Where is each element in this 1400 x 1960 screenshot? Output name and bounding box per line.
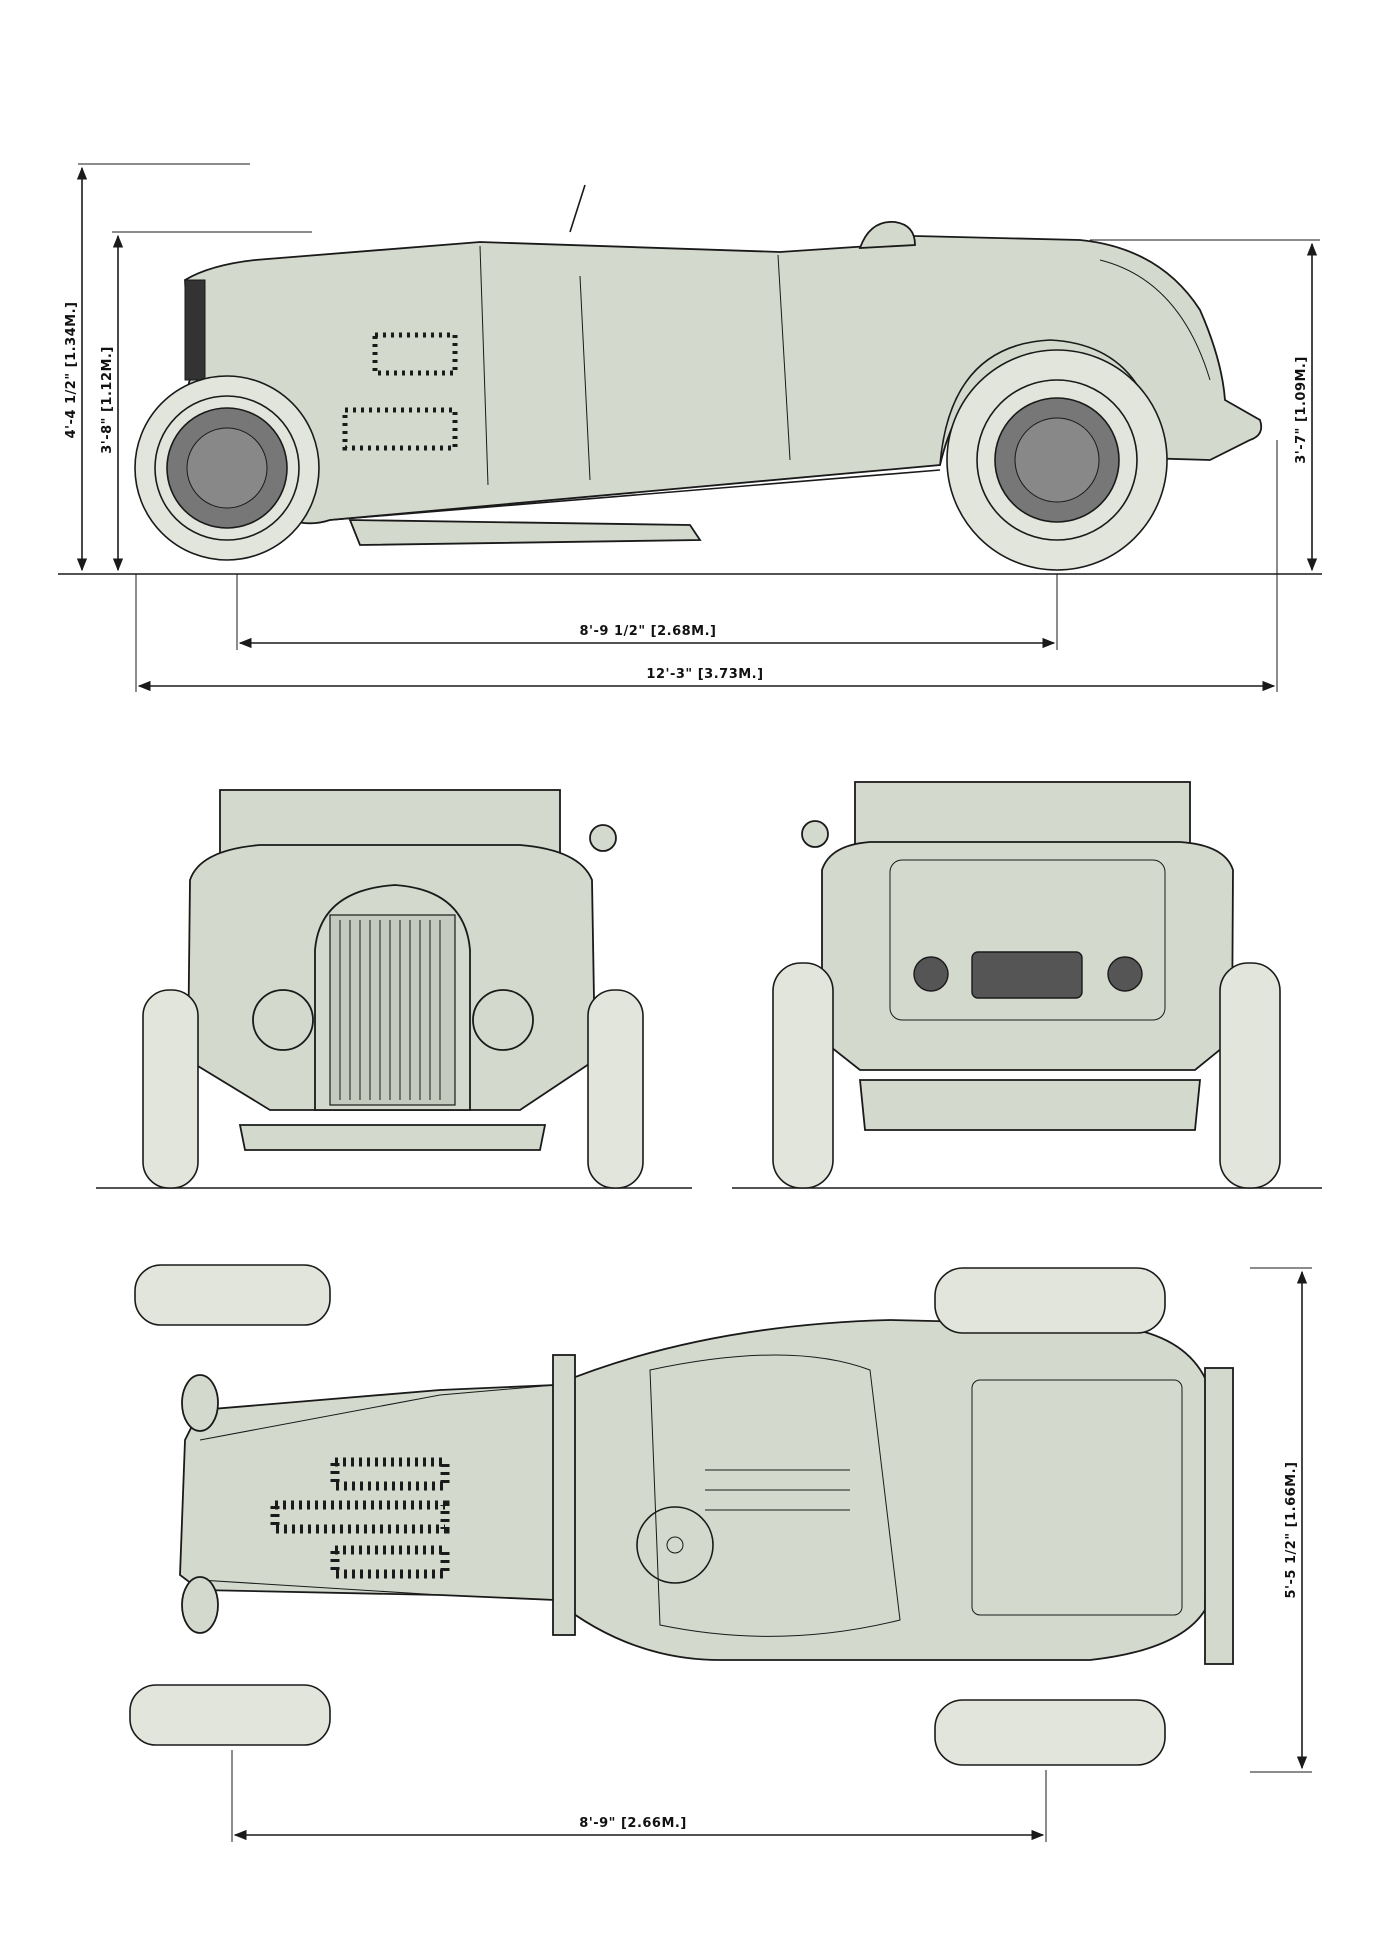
- front-tire-left: [142, 989, 199, 1189]
- front-grille-bars: [329, 914, 456, 1106]
- rear-view: [732, 781, 1322, 1189]
- side-body-panel: [479, 245, 489, 486]
- side-exhaust: [348, 519, 702, 546]
- top-cockpit: [649, 1354, 901, 1637]
- top-bumper: [1204, 1367, 1234, 1665]
- top-front-tire-left: [134, 1264, 331, 1326]
- top-steering-wheel: [636, 1506, 714, 1584]
- side-front-wheel: [134, 375, 320, 561]
- rear-license-plate: [971, 951, 1083, 999]
- top-seat: [705, 1469, 850, 1511]
- rear-taillight-left: [913, 956, 949, 992]
- rear-tire-left: [772, 962, 834, 1189]
- dim-overall-length: 12'-3" [3.73M.]: [646, 667, 763, 682]
- rear-deck-lid: [889, 859, 1166, 1021]
- front-headlight-right: [472, 989, 534, 1051]
- top-view: 5'-5 1/2" [1.66M.] 8'-9" [2.66M.]: [129, 1264, 1312, 1842]
- front-axle: [238, 1124, 547, 1151]
- top-rear-tire-right: [934, 1699, 1166, 1766]
- side-door-line: [579, 275, 591, 481]
- top-body: [179, 1319, 1211, 1661]
- front-tire-right: [587, 989, 644, 1189]
- side-windshield: [569, 184, 586, 233]
- rear-mirror: [801, 820, 829, 848]
- dim-side-body-height: 3'-8" [1.12M.]: [100, 346, 115, 454]
- top-hood-louvers: [270, 1457, 450, 1579]
- top-headlight-right: [181, 1576, 219, 1634]
- dim-side-rear-height: 3'-7" [1.09M.]: [1294, 356, 1309, 464]
- rear-tire-right: [1219, 962, 1281, 1189]
- side-running-board: [329, 469, 941, 521]
- front-view: [96, 789, 692, 1189]
- dim-top-width: 5'-5 1/2" [1.66M.]: [1284, 1462, 1299, 1599]
- side-grille: [184, 279, 206, 381]
- side-fuel-cap: [858, 221, 916, 249]
- top-rear-tire-left: [934, 1267, 1166, 1334]
- top-front-tire-right: [129, 1684, 331, 1746]
- top-headlight-left: [181, 1374, 219, 1432]
- rear-axle: [859, 1079, 1201, 1131]
- front-headlight-left: [252, 989, 314, 1051]
- front-mirror: [589, 824, 617, 852]
- side-rear-wheel: [946, 349, 1168, 571]
- side-door-rear: [777, 254, 791, 461]
- side-view: 4'-4 1/2" [1.34M.] 3'-8" [1.12M.] 3'-7" …: [58, 163, 1322, 692]
- dim-side-overall-height: 4'-4 1/2" [1.34M.]: [64, 302, 79, 439]
- dim-top-wheelbase: 8'-9" [2.66M.]: [579, 1816, 687, 1831]
- side-hood-louvers: [342, 332, 458, 451]
- top-windshield: [552, 1354, 576, 1636]
- side-rear-deck: [1099, 259, 1211, 381]
- dim-wheelbase: 8'-9 1/2" [2.68M.]: [580, 624, 717, 639]
- top-rear-deck: [971, 1379, 1183, 1616]
- rear-taillight-right: [1107, 956, 1143, 992]
